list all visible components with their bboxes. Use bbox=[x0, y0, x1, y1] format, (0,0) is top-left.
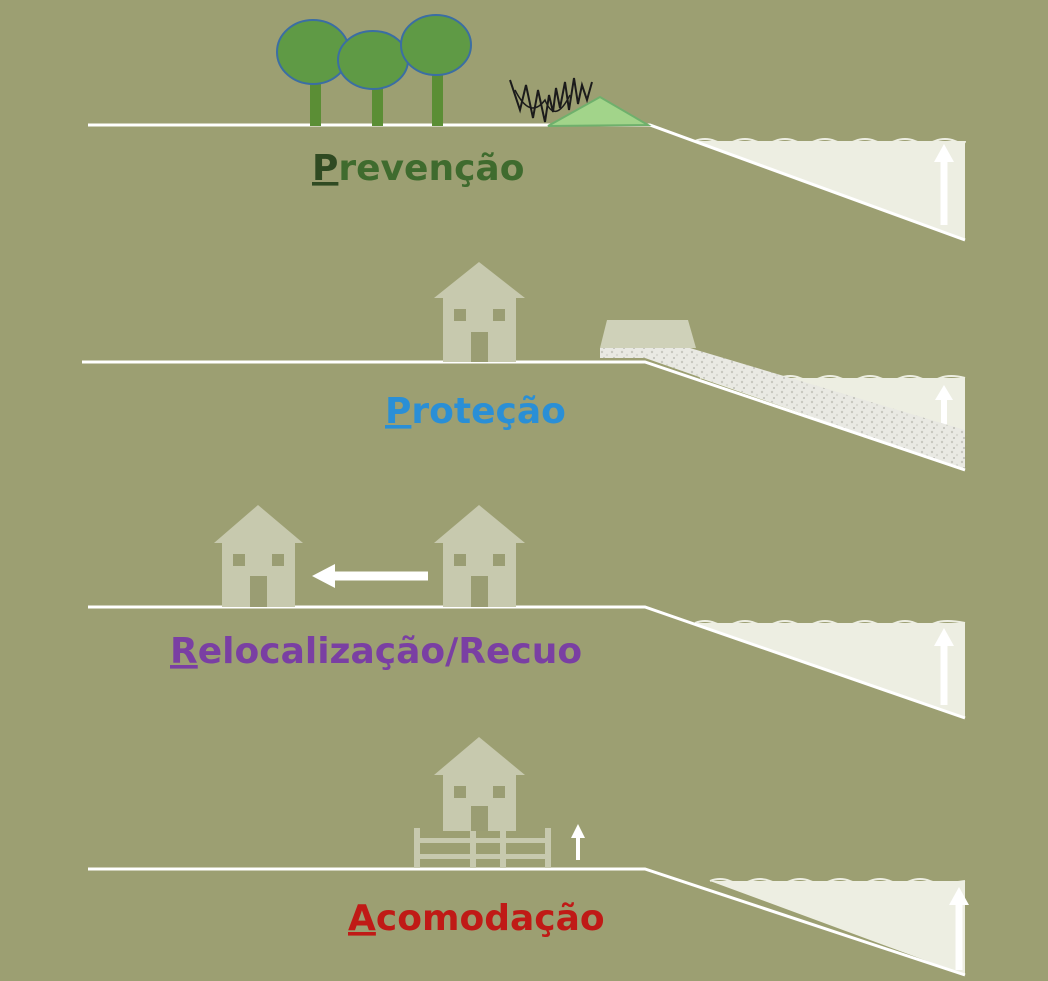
raise-arrowhead bbox=[571, 824, 585, 838]
rubble-revetment bbox=[600, 348, 965, 470]
tree-crown-icon bbox=[400, 14, 472, 76]
elevated-house-icon bbox=[434, 737, 525, 831]
trees bbox=[276, 14, 472, 126]
label-protecao: Proteção bbox=[385, 391, 566, 432]
house-icon bbox=[434, 505, 525, 607]
panel-relocalizacao bbox=[88, 505, 966, 720]
sea-level-line bbox=[694, 138, 966, 144]
panel-protecao bbox=[82, 262, 966, 472]
relocated-house-icon bbox=[214, 505, 303, 607]
label-acomodacao: Acomodação bbox=[348, 898, 605, 939]
tree-trunk bbox=[372, 80, 383, 126]
ground-line bbox=[88, 867, 966, 977]
sea-level-line bbox=[694, 620, 966, 626]
label-prevencao: Prevenção bbox=[312, 148, 524, 189]
tree-crown-icon bbox=[337, 30, 409, 90]
sea-level-rise-arrowhead bbox=[934, 628, 954, 646]
sea-level-rise-arrowhead bbox=[935, 385, 953, 400]
dune-icon bbox=[547, 95, 652, 127]
retreat-arrowhead bbox=[312, 564, 335, 588]
house-icon bbox=[434, 262, 525, 362]
grass-icon bbox=[514, 89, 571, 112]
tree-crown-icon bbox=[276, 19, 350, 85]
stilt-platform bbox=[414, 828, 551, 868]
label-relocalizacao: Relocalização/Recuo bbox=[170, 631, 582, 672]
ground-line bbox=[88, 123, 966, 242]
panel-prevencao bbox=[88, 14, 966, 242]
tree-trunk bbox=[310, 70, 321, 126]
panel-acomodacao bbox=[88, 737, 969, 977]
sea-level-rise-arrowhead bbox=[934, 144, 954, 162]
sea-level-rise-arrowhead bbox=[949, 887, 969, 905]
tree-trunk bbox=[432, 65, 443, 126]
sea-water bbox=[710, 881, 965, 975]
seawall-icon bbox=[600, 320, 696, 348]
ground-line bbox=[82, 360, 966, 472]
sea-level-line bbox=[709, 878, 966, 884]
